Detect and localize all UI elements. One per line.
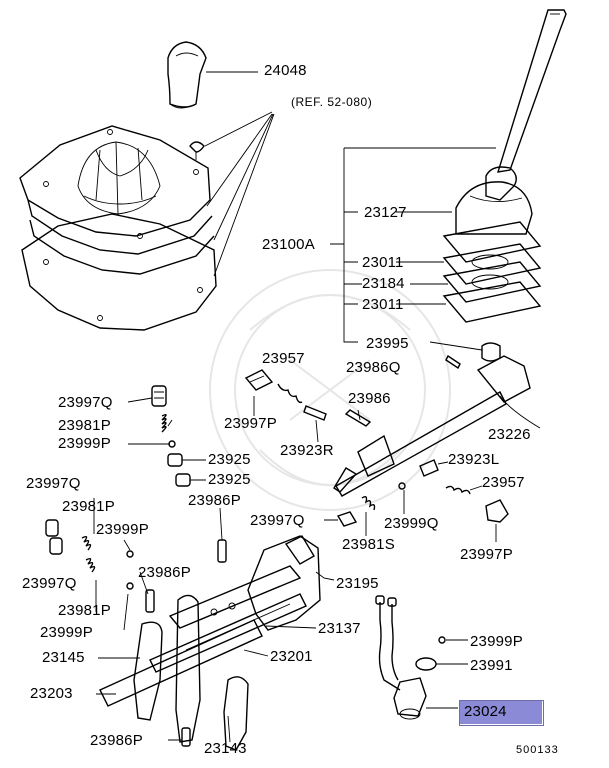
- part-label-23999p-right: 23999P: [470, 633, 523, 650]
- part-label-23203: 23203: [30, 685, 73, 702]
- part-label-23997p-upper: 23997P: [224, 415, 277, 432]
- part-label-23997p-lower: 23997P: [460, 546, 513, 563]
- part-label-23145: 23145: [42, 649, 85, 666]
- part-label-23997q-mid: 23997Q: [26, 475, 81, 492]
- part-label-23024: 23024: [464, 703, 507, 720]
- highlight-box: [459, 700, 542, 724]
- part-label-23999p-mid: 23999P: [96, 521, 149, 538]
- part-label-23925-lower: 23925: [208, 471, 251, 488]
- part-label-23127: 23127: [364, 204, 407, 221]
- part-label-23986q: 23986Q: [346, 359, 401, 376]
- part-label-23995: 23995: [366, 335, 409, 352]
- part-label-23925-upper: 23925: [208, 451, 251, 468]
- boot-clip-drawing: [189, 141, 205, 160]
- part-label-23201: 23201: [270, 648, 313, 665]
- small-parts-right: [336, 459, 509, 527]
- part-label-23100a: 23100A: [262, 236, 315, 253]
- part-label-23981p-lower: 23981P: [58, 602, 111, 619]
- part-label-23957-upper: 23957: [262, 350, 305, 367]
- diagram-id: 500133: [516, 744, 559, 756]
- part-label-23986p-upper: 23986P: [188, 492, 241, 509]
- reference-label: (REF. 52-080): [291, 95, 373, 109]
- part-label-23923l: 23923L: [448, 451, 500, 468]
- small-parts-upper-left: [151, 369, 372, 487]
- part-label-23011-lower: 23011: [362, 296, 404, 313]
- part-label-23137: 23137: [318, 620, 361, 637]
- part-label-23999p-upper: 23999P: [58, 435, 111, 452]
- part-label-23226: 23226: [488, 426, 531, 443]
- part-label-23011-upper: 23011: [362, 254, 404, 271]
- part-label-23986: 23986: [348, 390, 391, 407]
- part-label-23997q-upper: 23997Q: [58, 394, 113, 411]
- small-parts-lower-left: [45, 519, 227, 747]
- highlighted-part[interactable]: 23024: [459, 700, 544, 726]
- watermark-emblem: [209, 269, 451, 511]
- shift-knob-drawing: [167, 41, 207, 109]
- part-label-23997q-lower: 23997Q: [22, 575, 77, 592]
- part-label-23981p-upper: 23981P: [58, 417, 111, 434]
- part-label-23986p-lower: 23986P: [90, 732, 143, 749]
- part-label-23981s: 23981S: [342, 536, 395, 553]
- shift-boot-drawing: [19, 125, 217, 331]
- part-label-23923r: 23923R: [280, 442, 334, 459]
- part-label-23997q-right: 23997Q: [250, 512, 305, 529]
- part-label-23195: 23195: [336, 575, 379, 592]
- part-label-23991: 23991: [470, 657, 513, 674]
- shift-shaft-drawing: [333, 355, 531, 497]
- part-label-23184: 23184: [362, 275, 405, 292]
- shift-forks-drawing: [99, 535, 321, 751]
- part-label-23986p-mid: 23986P: [138, 564, 191, 581]
- switch-sensor-drawing: [375, 595, 446, 720]
- part-label-23957-lower: 23957: [482, 474, 525, 491]
- part-label-23999p-lower: 23999P: [40, 624, 93, 641]
- part-label-23143: 23143: [204, 740, 247, 757]
- part-label-23999q: 23999Q: [384, 515, 439, 532]
- part-label-24048: 24048: [264, 62, 307, 79]
- part-label-23981p-mid: 23981P: [62, 498, 115, 515]
- shift-lever-drawing: [442, 9, 567, 362]
